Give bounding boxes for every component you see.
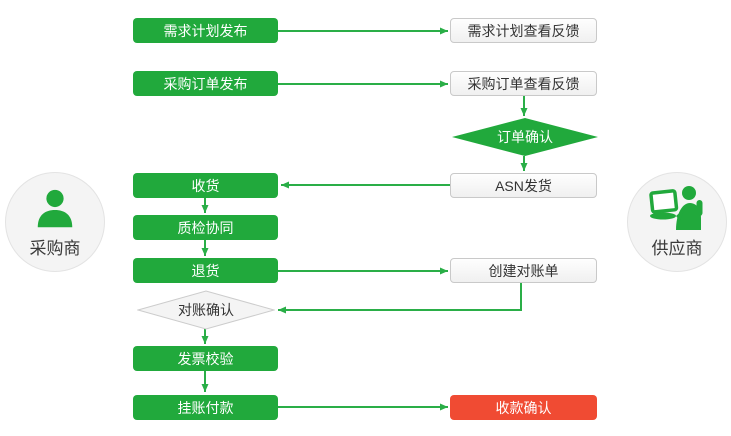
- node-payment-on-account: 挂账付款: [133, 395, 278, 420]
- node-label: 采购订单查看反馈: [467, 75, 580, 92]
- node-create-statement: 创建对账单: [450, 258, 597, 283]
- node-label: 需求计划发布: [163, 22, 248, 39]
- node-quality-check: 质检协同: [133, 215, 278, 240]
- node-return-goods: 退货: [133, 258, 278, 283]
- actor-supplier: 供应商: [627, 172, 727, 272]
- node-label: 退货: [191, 262, 220, 279]
- node-label: 收货: [191, 177, 220, 194]
- node-label: 订单确认: [497, 129, 553, 145]
- node-label: ASN发货: [495, 177, 552, 194]
- person-laptop-icon: [649, 185, 703, 230]
- node-payment-confirm: 收款确认: [450, 395, 597, 420]
- person-icon: [37, 189, 73, 227]
- node-order-confirm: 订单确认: [452, 118, 598, 156]
- node-statement-confirm: 对账确认: [137, 290, 275, 330]
- connector-statement-to-confirm: [278, 283, 522, 314]
- actor-buyer-label: 采购商: [29, 238, 81, 258]
- node-demand-plan-feedback: 需求计划查看反馈: [450, 18, 597, 43]
- diamond-shape: [452, 118, 598, 156]
- node-label: 采购订单发布: [163, 75, 248, 92]
- node-asn-ship: ASN发货: [450, 173, 597, 198]
- node-label: 质检协同: [177, 219, 234, 236]
- diamond-shape: [137, 290, 275, 330]
- node-receive: 收货: [133, 173, 278, 198]
- node-label: 挂账付款: [177, 399, 234, 416]
- node-demand-plan-publish: 需求计划发布: [133, 18, 278, 43]
- node-label: 创建对账单: [488, 262, 559, 279]
- actor-buyer: 采购商: [5, 172, 105, 272]
- node-po-publish: 采购订单发布: [133, 71, 278, 96]
- node-po-feedback: 采购订单查看反馈: [450, 71, 597, 96]
- node-label: 对账确认: [178, 302, 234, 318]
- node-label: 需求计划查看反馈: [467, 22, 580, 39]
- node-invoice-verify: 发票校验: [133, 346, 278, 371]
- node-label: 收款确认: [495, 399, 552, 416]
- node-label: 发票校验: [177, 350, 234, 367]
- actor-supplier-label: 供应商: [651, 238, 703, 258]
